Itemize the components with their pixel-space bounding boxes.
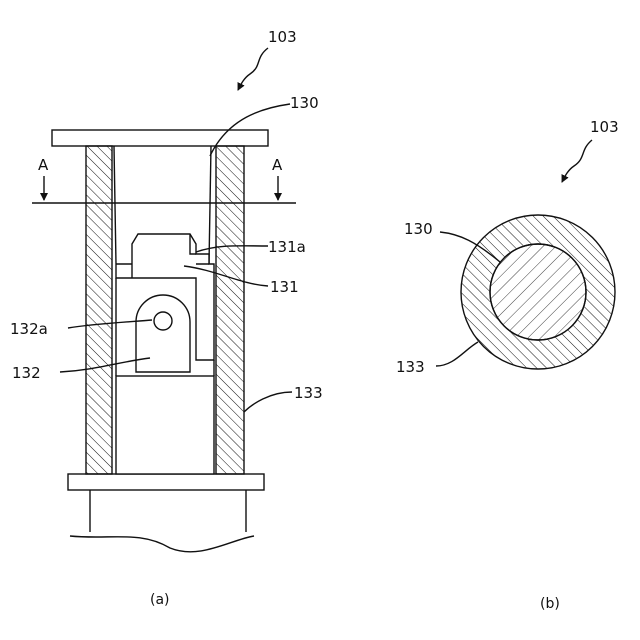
shaft bbox=[90, 490, 246, 532]
bottom-plate bbox=[68, 474, 264, 490]
ref-arrow-b bbox=[562, 140, 592, 182]
label-132: 132 bbox=[12, 364, 41, 382]
label-132a: 132a bbox=[10, 320, 48, 338]
label-133-b: 133 bbox=[396, 358, 425, 376]
wall-133-left bbox=[86, 146, 112, 474]
part-132 bbox=[136, 295, 190, 372]
top-plate bbox=[52, 130, 268, 146]
lower-block bbox=[116, 376, 214, 474]
section-label-left: A bbox=[38, 156, 49, 174]
label-130-b: 130 bbox=[404, 220, 433, 238]
ref-103-a: 103 bbox=[268, 28, 297, 46]
label-131a: 131a bbox=[268, 238, 306, 256]
figure-b: 103 130 133 (b) bbox=[396, 118, 619, 612]
label-133-a: 133 bbox=[294, 384, 323, 402]
caption-b: (b) bbox=[540, 596, 560, 612]
label-130-a: 130 bbox=[290, 94, 319, 112]
inner-core-130 bbox=[490, 244, 586, 340]
figure-a: 103 A A bbox=[10, 28, 323, 608]
shaft-break bbox=[70, 536, 254, 552]
ref-103-b: 103 bbox=[590, 118, 619, 136]
label-131: 131 bbox=[270, 278, 299, 296]
wall-133-right bbox=[216, 146, 244, 474]
leader-133-b bbox=[436, 342, 478, 366]
leader-133-a bbox=[244, 392, 292, 412]
pin-hole-132a bbox=[154, 312, 172, 330]
caption-a: (a) bbox=[150, 592, 170, 608]
section-label-right: A bbox=[272, 156, 283, 174]
ref-arrow-a bbox=[238, 48, 268, 90]
